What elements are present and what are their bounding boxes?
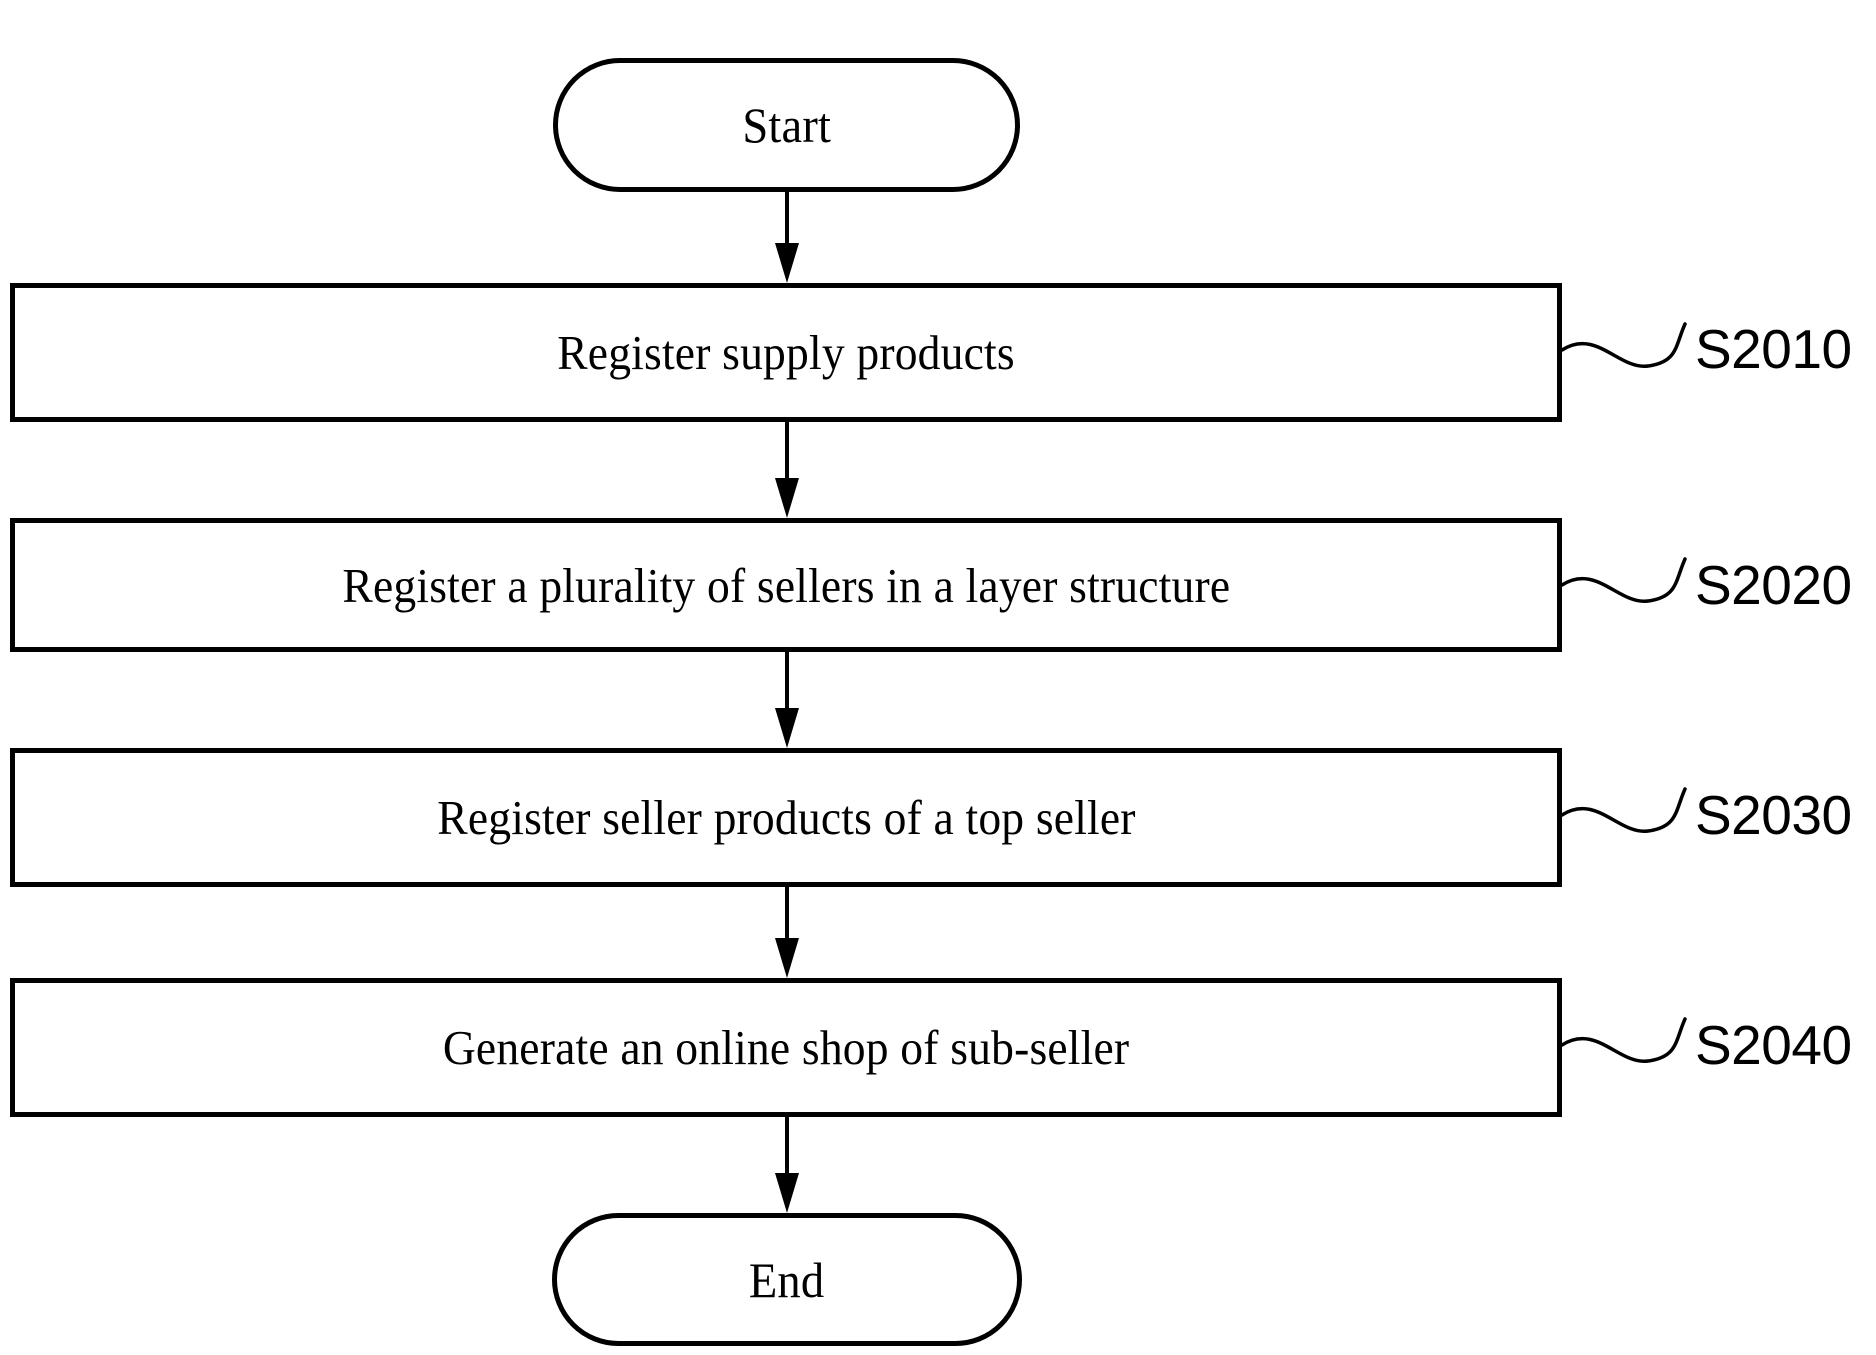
node-label-end: End (749, 1251, 825, 1308)
reference-leader-line (1560, 787, 1687, 833)
reference-leader-line (1560, 1017, 1687, 1063)
flowchart-arrow (775, 652, 799, 748)
reference-leader-line (1560, 557, 1687, 603)
flowchart-arrow (775, 422, 799, 518)
reference-leader-line (1560, 322, 1687, 368)
flowchart-node-generate-online-shop-sub-seller: Generate an online shop of sub-seller (10, 978, 1562, 1117)
reference-label-s2020: S2020 (1695, 554, 1852, 616)
flowchart-node-register-supply-products: Register supply products (10, 283, 1562, 422)
node-label-register-sellers-layer-structure: Register a plurality of sellers in a lay… (342, 557, 1230, 613)
flowchart-node-register-seller-products-top-seller: Register seller products of a top seller (10, 748, 1562, 887)
reference-label-s2030: S2030 (1695, 784, 1852, 846)
flowchart-node-end: End (552, 1213, 1022, 1346)
reference-label-s2040: S2040 (1695, 1014, 1852, 1076)
node-label-start: Start (742, 97, 831, 153)
node-label-generate-online-shop-sub-seller: Generate an online shop of sub-seller (442, 1020, 1130, 1075)
flowchart-node-start: Start (553, 58, 1020, 192)
node-label-register-seller-products-top-seller: Register seller products of a top seller (436, 790, 1136, 845)
flowchart-arrow (775, 192, 799, 283)
flowchart-node-register-sellers-layer-structure: Register a plurality of sellers in a lay… (10, 518, 1562, 652)
node-label-register-supply-products: Register supply products (557, 325, 1015, 380)
flowchart-arrow (775, 1117, 799, 1213)
flowchart-arrow (775, 887, 799, 978)
reference-label-s2010: S2010 (1695, 318, 1852, 380)
